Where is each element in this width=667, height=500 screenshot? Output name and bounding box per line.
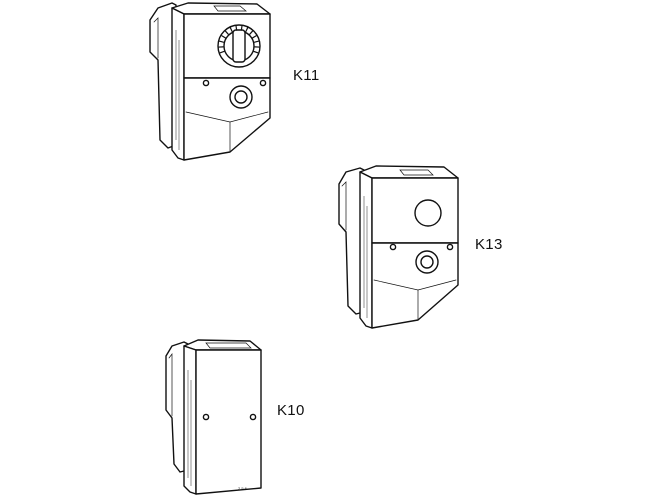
housing-k10: 2 5 6 [165, 339, 262, 495]
label-k13: K13 [475, 236, 503, 253]
knob-tick [253, 40, 260, 43]
housing-k13 [338, 165, 459, 329]
knob-tick [224, 30, 229, 35]
knob-tick [240, 25, 243, 31]
housing-k11 [149, 2, 271, 161]
knob-tick [218, 40, 225, 43]
knob-tick [229, 27, 233, 33]
knob-tick [253, 50, 259, 54]
knob-tick [245, 27, 249, 33]
knob-ticks [218, 25, 260, 54]
knob-tick [235, 25, 238, 31]
label-k11: K11 [293, 67, 320, 84]
svg-text:2 5 6: 2 5 6 [238, 486, 248, 491]
knob-tick [252, 35, 257, 39]
knob-tick [221, 35, 226, 39]
knob-tick [219, 50, 225, 54]
knob-tick [249, 30, 254, 35]
label-k10: K10 [277, 402, 305, 419]
